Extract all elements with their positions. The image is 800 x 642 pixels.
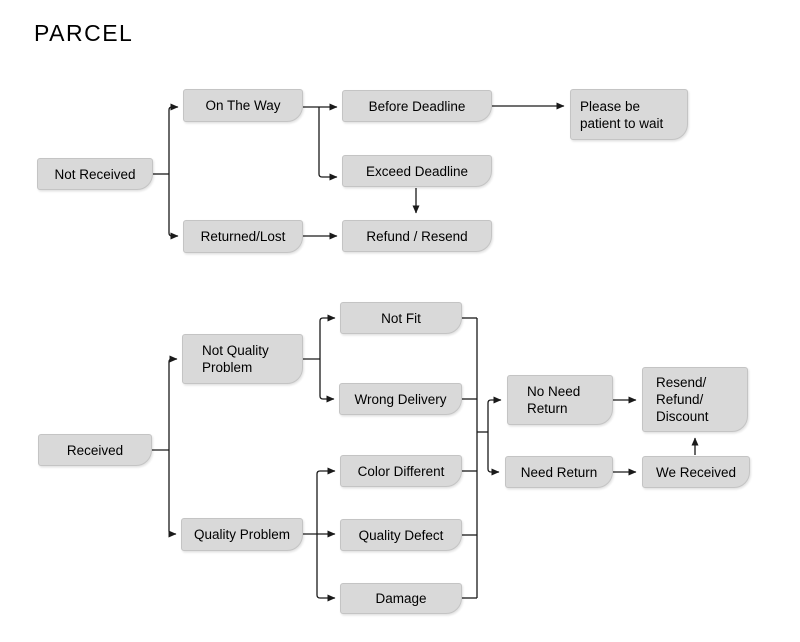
node-refund-resend: Refund / Resend xyxy=(342,220,492,252)
edge-not-quality-problem-to-not-fit xyxy=(319,314,336,359)
edge-junction-to-no-need-return xyxy=(487,396,502,432)
node-need-return: Need Return xyxy=(505,456,613,488)
node-received: Received xyxy=(38,434,152,466)
edge-received-to-quality-problem xyxy=(168,450,177,538)
node-resend-refund-discount: Resend/ Refund/ Discount xyxy=(642,367,748,432)
node-quality-problem: Quality Problem xyxy=(181,518,303,551)
node-returned-lost: Returned/Lost xyxy=(183,220,303,253)
edge-junction-to-need-return xyxy=(487,432,500,476)
node-color-different: Color Different xyxy=(340,455,462,487)
node-not-fit: Not Fit xyxy=(340,302,462,334)
node-before-deadline: Before Deadline xyxy=(342,90,492,122)
page-title: PARCEL xyxy=(34,20,134,46)
edge-on-the-way-to-exceed-deadline xyxy=(318,107,338,181)
edge-not-received-to-returned-lost xyxy=(168,174,179,240)
node-we-received: We Received xyxy=(642,456,750,488)
node-not-received: Not Received xyxy=(37,158,153,190)
node-wrong-delivery: Wrong Delivery xyxy=(339,383,462,415)
node-not-quality-problem: Not Quality Problem xyxy=(182,334,303,384)
node-no-need-return: No Need Return xyxy=(507,375,613,425)
edge-received-to-not-quality-problem xyxy=(168,355,178,450)
edge-not-received-to-on-the-way xyxy=(168,103,179,174)
edge-not-quality-problem-to-wrong-delivery xyxy=(319,359,335,403)
edge-quality-problem-to-damage xyxy=(316,534,336,602)
node-on-the-way: On The Way xyxy=(183,89,303,122)
node-damage: Damage xyxy=(340,583,462,614)
edge-quality-problem-to-color-different xyxy=(316,467,336,534)
node-quality-defect: Quality Defect xyxy=(340,519,462,551)
node-please-wait: Please be patient to wait xyxy=(570,89,688,140)
node-exceed-deadline: Exceed Deadline xyxy=(342,155,492,187)
